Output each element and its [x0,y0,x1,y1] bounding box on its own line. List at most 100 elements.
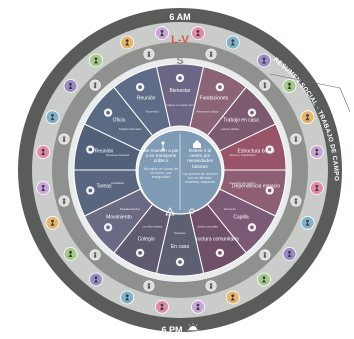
figure-icon [89,79,101,91]
weekday-label: L-V [171,34,189,46]
person-icon [282,247,297,261]
segment-description: Trabajos informales [119,127,142,131]
icon-glyph [138,251,142,255]
icon-glyph [250,225,254,230]
segment-description: Encuentro [224,207,236,211]
segment-description: Encuentros [146,109,160,113]
book-icon [45,110,60,125]
person-icon [191,299,205,314]
figure-icon [205,280,217,292]
segment-label: Reunión [95,149,114,155]
segment-description: Actividades [111,181,125,185]
segment-label: Estructura barrio [238,149,275,155]
icon-glyph [88,147,93,152]
center-walk-icon [161,141,165,152]
saturday-label: S [176,55,183,67]
bottom-time-label: 6 PM [161,325,182,335]
segment-description: Las mujeres se ocupan del hogar [161,103,199,107]
icon-glyph [267,147,272,152]
run-icon [63,247,78,261]
walk-icon [155,26,169,41]
callout-line [269,73,341,89]
center-right-sub: Los puntos de reunión son en tiendas, an… [182,171,218,185]
segment-description: Reuniones y apoyo [197,109,220,113]
figure-icon [205,48,217,60]
figure-icon [58,195,70,207]
center-warning-icon [165,207,175,216]
segment-label: En casa [171,244,189,250]
segment-label: Colegio [138,236,155,242]
person-icon [191,26,205,41]
segment-label: Dependencia espacio [232,183,280,189]
segment-label: Estructura comunitaria [189,236,239,242]
dog-icon [120,35,135,50]
center-home-icon [193,140,201,148]
figure-icon [89,249,101,261]
segment-description: Reuniones barriales [106,153,130,157]
icon-glyph [218,85,222,89]
segment-label: Trabajo en casa [223,117,259,123]
talk-icon [45,215,60,230]
home-icon [36,181,51,195]
figure-icon [290,195,302,207]
sun-icon [187,323,199,331]
segment-description: Ocupación del espacio [229,181,256,185]
person-icon [282,79,297,93]
sport-icon [155,299,169,314]
icon-glyph [106,225,110,230]
callout-line-2 [339,87,351,113]
center-pin-icon [189,208,195,214]
person-icon [36,145,51,159]
segment-wedge [113,66,171,137]
segment-8: En casa Descanso [155,212,205,277]
person-icon [89,272,103,287]
ball-icon [257,272,271,287]
outer-icon-ring [36,26,324,314]
icon-glyph [138,85,142,89]
cart-icon [309,181,324,195]
segment-description: Labores diarias [221,127,239,131]
segment-description: Juntas comunales [197,225,219,229]
child-icon [300,215,315,230]
icon-glyph [178,260,182,264]
icon-glyph [178,76,182,80]
mid-icon-ring [58,48,302,292]
figure-icon [58,133,70,145]
segment-label: Bienestar [169,88,190,94]
segment-description: Los niños asisten [142,225,163,229]
center-left-sub: No salen en horas de la noche, por inseg… [143,166,179,180]
segment-label: Movimiento [106,215,132,221]
tools-icon [300,110,315,125]
segment-description: Vecinos y organización [229,153,256,157]
figure-icon [259,79,271,91]
bus-icon [120,290,135,305]
icon-glyph [267,188,272,193]
walk-icon [309,145,324,159]
center-left-main: Se mueven a pie o en transporte público [143,148,179,164]
figure-icon [143,280,155,292]
figure-icon [259,249,271,261]
figure-icon [290,133,302,145]
center-right-main: Deben ir al centro por necesidades básic… [187,148,213,169]
person-icon [63,79,78,93]
segment-label: Reunión [137,96,156,102]
segment-label: Capilla [233,215,249,221]
segment-label: Oficio [113,117,126,123]
figure-icon [143,48,155,60]
segment-label: Tareas [96,183,112,189]
car-icon [225,290,240,305]
bike-icon [89,53,103,68]
center-left-text: Se mueven a pie o en transporte público … [143,148,179,180]
icon-glyph [218,251,222,255]
segment-description: Desplazamientos [120,207,141,211]
segment-description: Descanso [174,231,186,235]
icon-glyph [106,110,110,115]
dog-icon [257,53,271,68]
center-right-text: Deben ir al centro por necesidades básic… [182,148,218,185]
